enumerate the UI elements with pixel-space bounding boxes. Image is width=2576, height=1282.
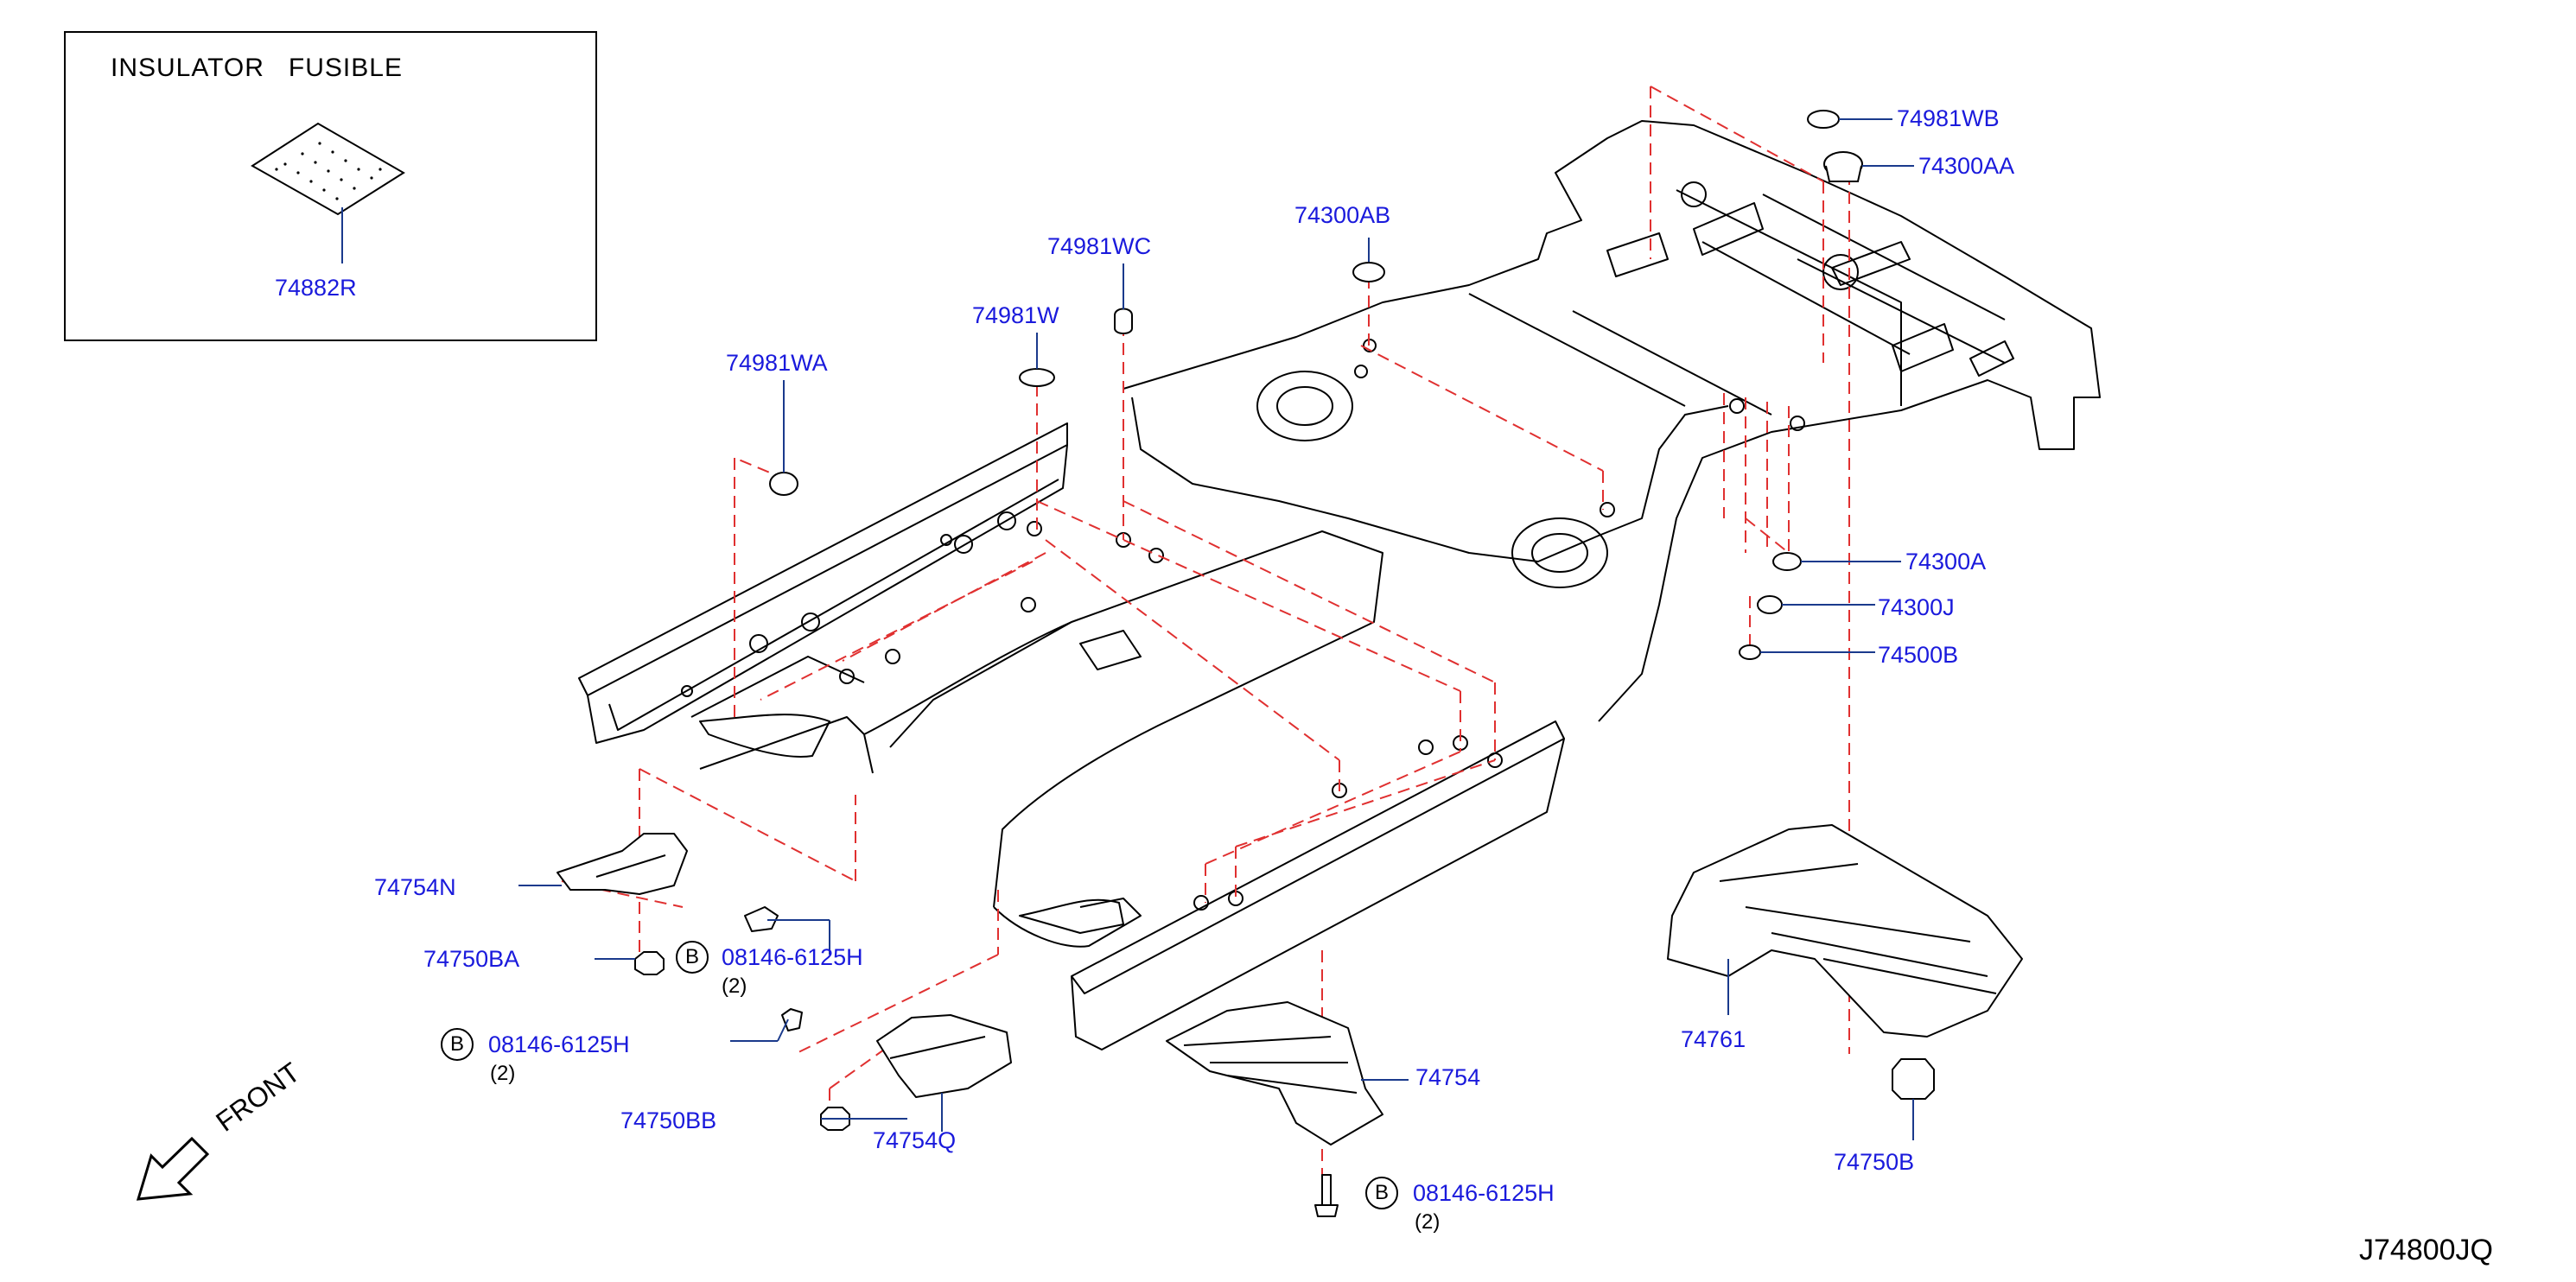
part-label-74300J[interactable]: 74300J <box>1878 594 1955 620</box>
part-label-74761[interactable]: 74761 <box>1681 1026 1746 1052</box>
part-label-74300AB[interactable]: 74300AB <box>1294 202 1391 228</box>
part-label-74750BB[interactable]: 74750BB <box>620 1107 717 1133</box>
part-label-74300A[interactable]: 74300A <box>1905 549 1987 574</box>
part-label-74754N[interactable]: 74754N <box>374 874 456 900</box>
quantity-label: (2) <box>722 974 747 998</box>
front-arrow-icon <box>136 1136 210 1201</box>
quantity-label: (2) <box>1415 1210 1441 1234</box>
leader-lines <box>518 118 1914 1140</box>
part-label-74981W[interactable]: 74981W <box>972 302 1059 328</box>
part-label-74981WA[interactable]: 74981WA <box>726 350 828 376</box>
part-label-74300AA[interactable]: 74300AA <box>1918 153 2015 179</box>
part-label-74981WC[interactable]: 74981WC <box>1047 233 1152 259</box>
part-label-74882R[interactable]: 74882R <box>275 275 357 301</box>
part-label-74981WB[interactable]: 74981WB <box>1897 105 2000 131</box>
part-label-74754Q[interactable]: 74754Q <box>873 1127 957 1153</box>
part-label-74754[interactable]: 74754 <box>1415 1064 1481 1090</box>
inset-box <box>64 31 597 341</box>
plugs <box>769 110 1863 660</box>
part-label-74500B[interactable]: 74500B <box>1878 642 1959 668</box>
part-label-74750B[interactable]: 74750B <box>1834 1149 1915 1175</box>
bolt-mark-b: B <box>676 941 709 974</box>
diagram-code: J74800JQ <box>2359 1234 2493 1266</box>
part-label-08146-6125H[interactable]: 08146-6125H <box>722 944 863 970</box>
floor-pan <box>578 120 2101 1050</box>
inset-title: INSULATOR FUSIBLE <box>111 54 403 82</box>
part-label-08146-6125H[interactable]: 08146-6125H <box>488 1031 630 1057</box>
part-label-08146-6125H[interactable]: 08146-6125H <box>1413 1180 1555 1206</box>
part-label-74750BA[interactable]: 74750BA <box>423 946 520 972</box>
bolt-mark-b: B <box>441 1028 474 1061</box>
protectors <box>557 824 2023 1217</box>
bolt-mark-b: B <box>1365 1177 1398 1209</box>
quantity-label: (2) <box>490 1062 516 1085</box>
